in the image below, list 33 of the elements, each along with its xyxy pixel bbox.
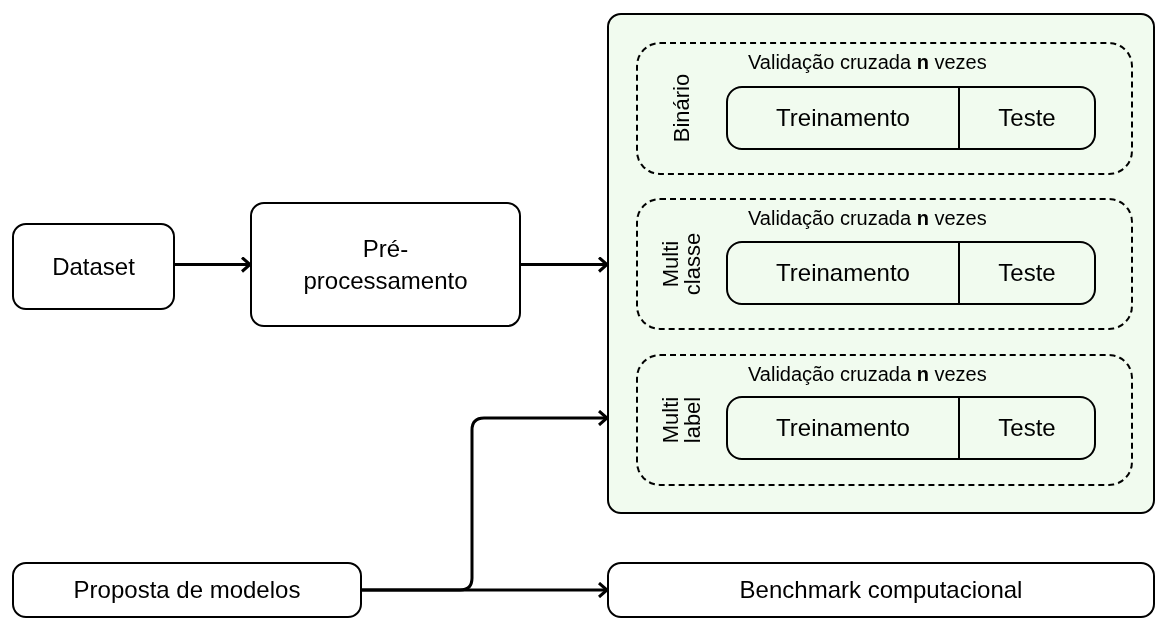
segment-box [960, 86, 1096, 150]
node-label: Proposta de modelos [73, 575, 301, 605]
group-title: Validação cruzada n vezes [748, 362, 987, 386]
segment-box [726, 86, 960, 150]
node-label: Dataset [52, 251, 135, 282]
vertical-label: Multi label [660, 396, 704, 444]
node-label: Treinamento [776, 413, 910, 443]
segment-box [960, 396, 1096, 460]
panel-background [607, 13, 1155, 514]
arrow [521, 256, 609, 273]
node-label: Pré- processamento [302, 233, 469, 296]
process-box [12, 223, 175, 310]
segment-box [960, 241, 1096, 305]
node-label: Teste [998, 258, 1056, 288]
dashed-group-box [636, 198, 1133, 330]
node-label: Treinamento [776, 103, 910, 133]
segment-box [726, 396, 960, 460]
group-title: Validação cruzada n vezes [748, 206, 987, 230]
segment-box [726, 241, 960, 305]
node-label: Treinamento [776, 258, 910, 288]
arrow [362, 581, 609, 599]
group-title: Validação cruzada n vezes [748, 50, 987, 74]
node-label: Teste [998, 413, 1056, 443]
dashed-group-box [636, 42, 1133, 175]
process-box [12, 562, 362, 618]
node-label: Teste [998, 103, 1056, 133]
process-box [607, 562, 1155, 618]
vertical-label: Multi classe [660, 232, 704, 296]
arrow [175, 256, 252, 273]
process-box [250, 202, 521, 327]
dashed-group-box [636, 354, 1133, 486]
vertical-label: Binário [671, 73, 693, 143]
node-label: Benchmark computacional [739, 575, 1023, 605]
